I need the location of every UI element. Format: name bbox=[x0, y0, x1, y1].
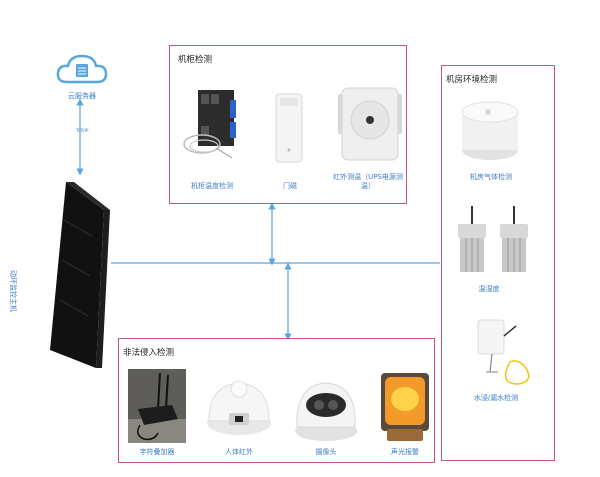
intrusion-panel: 非法侵入检测 字符叠加器 人体红外 摄像头 声光报警 bbox=[118, 338, 435, 463]
cabinet-item-label-3: 红外测温（UPS电源测温） bbox=[333, 173, 403, 190]
temp-sensor-board-icon bbox=[183, 90, 236, 159]
temp-humidity-sensor-icon bbox=[458, 206, 528, 272]
strobe-alarm-icon bbox=[381, 373, 429, 441]
cloud-server-label: 云服务器 bbox=[68, 92, 96, 100]
intrusion-item-label-3: 摄像头 bbox=[315, 448, 337, 456]
intrusion-item-label-1: 字符叠加器 bbox=[139, 448, 175, 456]
intrusion-item-label-2: 人体红外 bbox=[225, 448, 253, 456]
room-item-label-3: 水浸/漏水检测 bbox=[473, 394, 519, 402]
char-overlay-device-icon bbox=[128, 369, 186, 443]
cloud-server bbox=[55, 52, 109, 92]
infrared-thermometer-icon bbox=[338, 87, 402, 161]
cabinet-panel-title: 机柜检测 bbox=[178, 55, 213, 65]
intrusion-item-label-4: 声光报警 bbox=[391, 448, 419, 456]
room-panel-title: 机房环境检测 bbox=[446, 75, 498, 85]
intrusion-panel-title: 非法侵入检测 bbox=[123, 348, 175, 358]
cabinet-item-label-1: 机柜温度检测 bbox=[191, 182, 233, 190]
cabinet-item-label-2: 门磁 bbox=[283, 182, 297, 190]
cloud-link-label: TCP/IP bbox=[76, 128, 89, 133]
room-item-label-1: 机房气体检测 bbox=[470, 173, 512, 181]
gas-detector-icon bbox=[461, 101, 519, 160]
monitoring-host bbox=[44, 180, 110, 370]
cabinet-panel: 机柜检测 机柜温度检测 门磁 红外测温（UPS电源测温） bbox=[169, 45, 407, 204]
room-item-label-2: 温湿度 bbox=[478, 285, 500, 293]
cloud-server-icon bbox=[56, 54, 108, 84]
host-label: 动环监控主机 bbox=[9, 270, 17, 312]
door-magnet-icon bbox=[275, 93, 303, 163]
dome-camera-icon bbox=[295, 382, 357, 441]
room-panel: 机房环境检测 机房气体检测 温湿度 水浸/漏水检测 bbox=[441, 65, 555, 461]
water-leak-sensor-icon bbox=[477, 319, 530, 385]
monitoring-host-icon bbox=[50, 182, 110, 368]
pir-sensor-icon bbox=[207, 380, 271, 435]
